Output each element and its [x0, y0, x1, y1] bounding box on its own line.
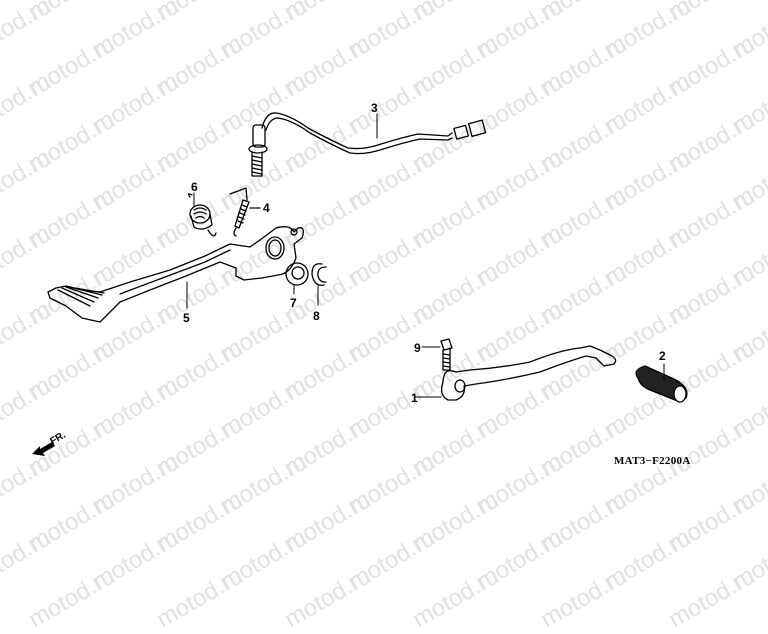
callout-5: 5	[183, 311, 190, 325]
callout-4: 4	[263, 201, 270, 215]
callout-7: 9	[414, 341, 421, 355]
bolt	[421, 338, 453, 371]
parts-drawing	[47, 112, 688, 403]
return-spring	[229, 187, 261, 237]
brake-pedal	[47, 226, 304, 323]
shift-pedal-arm	[414, 345, 617, 401]
front-arrow-icon	[32, 442, 55, 456]
callout-6: 6	[191, 180, 198, 194]
pedal-rubber	[635, 363, 688, 403]
callout-1: 1	[411, 391, 418, 405]
callout-9: 8	[313, 309, 320, 323]
callout-8: 7	[290, 296, 297, 310]
stop-switch-cable	[248, 112, 487, 177]
washer	[285, 262, 309, 295]
diagram-code: MAT3−F2200A	[614, 455, 691, 467]
circlip	[311, 263, 327, 306]
callout-3: 3	[371, 101, 378, 115]
callout-2: 2	[659, 349, 666, 363]
pedal-spring	[187, 192, 217, 237]
